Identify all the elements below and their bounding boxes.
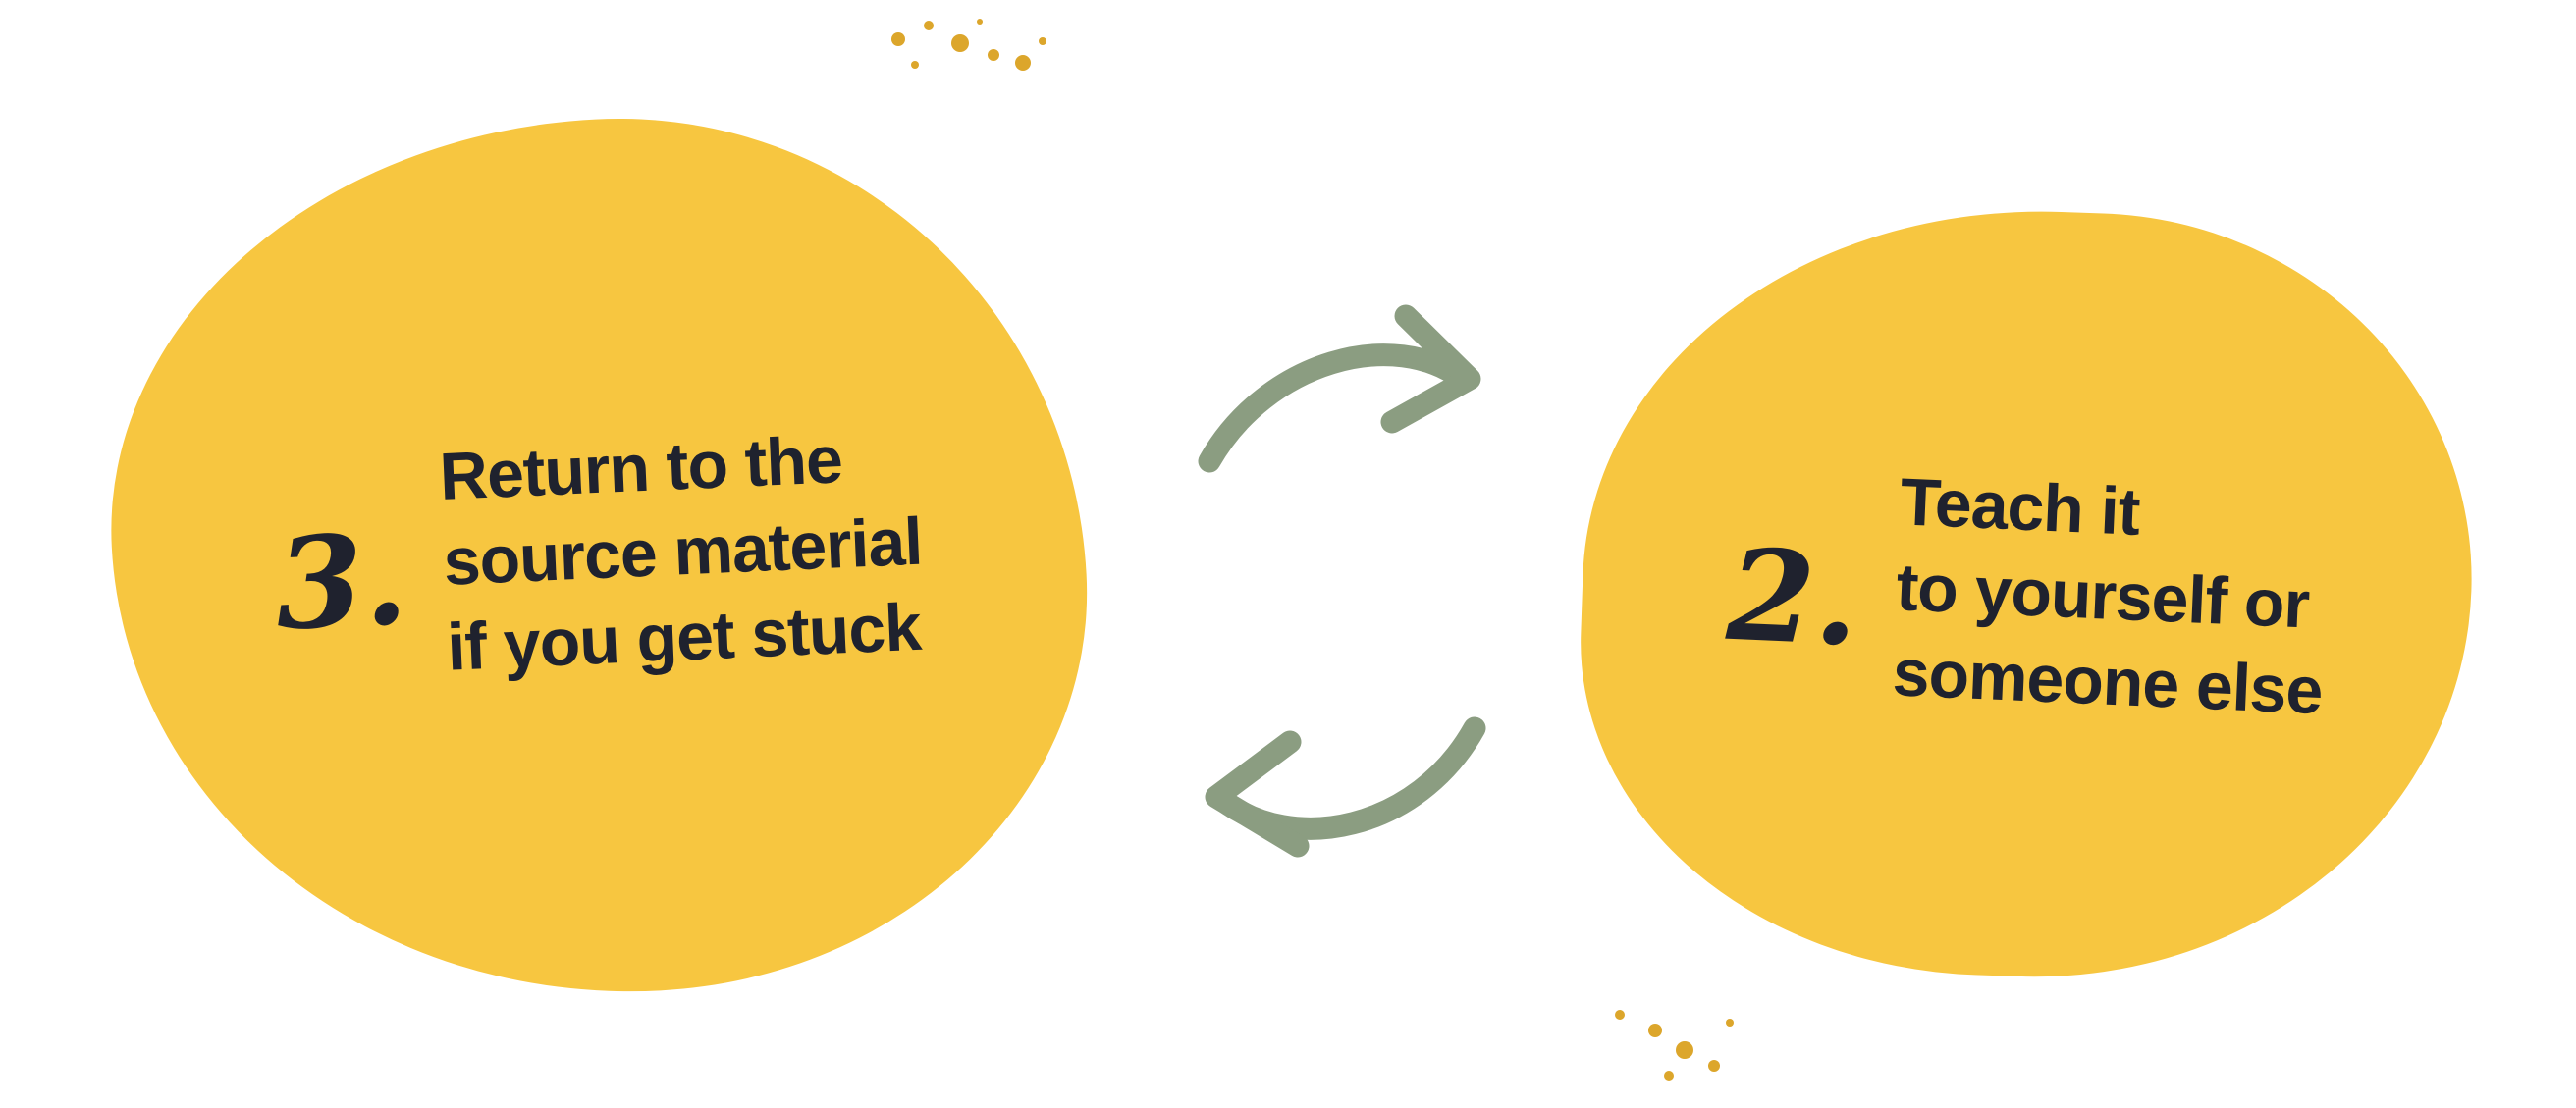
step-2-content: 2. Teach it to yourself or someone else	[1722, 452, 2331, 734]
step-2-line-3: someone else	[1891, 635, 2324, 729]
step-3-text: Return to the source material if you get…	[438, 414, 928, 691]
paint-speckles-bottom	[1615, 1010, 1734, 1081]
step-3-number: 3.	[273, 505, 411, 660]
step-2-text: Teach it to yourself or someone else	[1891, 460, 2332, 735]
step-2-blob: 2. Teach it to yourself or someone else	[1569, 195, 2485, 992]
cycle-arrow-top-icon	[1198, 304, 1481, 473]
step-2-number: 2.	[1724, 521, 1862, 675]
step-3-content: 3. Return to the source material if you …	[270, 414, 928, 699]
paint-speckles-top	[891, 19, 1046, 71]
step-3-blob: 3. Return to the source material if you …	[90, 94, 1107, 1019]
cycle-arrow-bottom-icon	[1205, 716, 1486, 858]
